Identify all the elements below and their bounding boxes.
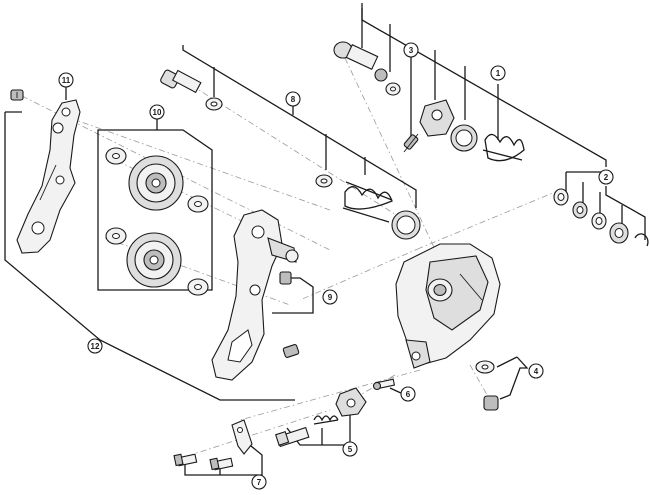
stopper-plate bbox=[231, 419, 253, 455]
cable-fixing-pin bbox=[275, 426, 310, 448]
callout-8: 8 bbox=[285, 91, 301, 107]
svg-text:8: 8 bbox=[291, 95, 296, 104]
outer-plate bbox=[211, 209, 299, 381]
cable-fixing-bolt bbox=[335, 387, 367, 417]
callout-3: 3 bbox=[403, 42, 419, 58]
stopper-screw-right bbox=[209, 457, 234, 471]
leader-lines bbox=[4, 3, 646, 476]
b-axle-bolt bbox=[333, 41, 388, 82]
callouts: 1 2 3 4 5 6 7 8 bbox=[58, 42, 614, 490]
svg-text:5: 5 bbox=[348, 445, 353, 454]
svg-text:4: 4 bbox=[534, 367, 539, 376]
callout-10: 10 bbox=[149, 104, 165, 120]
callout-12: 12 bbox=[87, 338, 103, 354]
outer-plate-bolt-lower bbox=[282, 344, 300, 358]
axle-washers bbox=[553, 188, 649, 247]
svg-text:12: 12 bbox=[91, 342, 100, 351]
parts bbox=[10, 41, 649, 471]
callout-5: 5 bbox=[342, 441, 358, 457]
svg-text:2: 2 bbox=[604, 173, 609, 182]
b-axle-ring bbox=[450, 124, 478, 152]
b-axle-spring bbox=[482, 133, 525, 162]
b-tension-screw bbox=[403, 133, 419, 153]
cage-pivot-bolt bbox=[160, 69, 223, 111]
callout-9: 9 bbox=[322, 289, 338, 305]
callout-1: 1 bbox=[490, 65, 506, 81]
svg-text:3: 3 bbox=[409, 46, 414, 55]
svg-text:6: 6 bbox=[406, 390, 411, 399]
limit-screws bbox=[475, 360, 499, 411]
svg-text:9: 9 bbox=[328, 293, 333, 302]
outer-plate-bolt-upper bbox=[279, 271, 292, 285]
b-tension-adjuster bbox=[419, 99, 455, 137]
callout-6: 6 bbox=[400, 386, 416, 402]
cage-spring bbox=[315, 174, 421, 240]
plate-screw bbox=[10, 89, 24, 101]
stopper-screw-left bbox=[173, 453, 198, 467]
derailleur-body bbox=[395, 243, 501, 369]
pulley-set bbox=[105, 147, 209, 296]
svg-text:11: 11 bbox=[62, 76, 71, 85]
b-axle-washer bbox=[385, 82, 401, 96]
svg-text:1: 1 bbox=[496, 69, 501, 78]
svg-text:7: 7 bbox=[257, 478, 262, 487]
callout-11: 11 bbox=[58, 72, 74, 88]
callout-4: 4 bbox=[528, 363, 544, 379]
cable-adjust-bolt bbox=[372, 378, 396, 391]
callout-7: 7 bbox=[251, 474, 267, 490]
inner-plate bbox=[16, 99, 81, 254]
svg-text:10: 10 bbox=[153, 108, 162, 117]
cable-fixing-spring bbox=[313, 415, 339, 425]
callout-2: 2 bbox=[598, 169, 614, 185]
